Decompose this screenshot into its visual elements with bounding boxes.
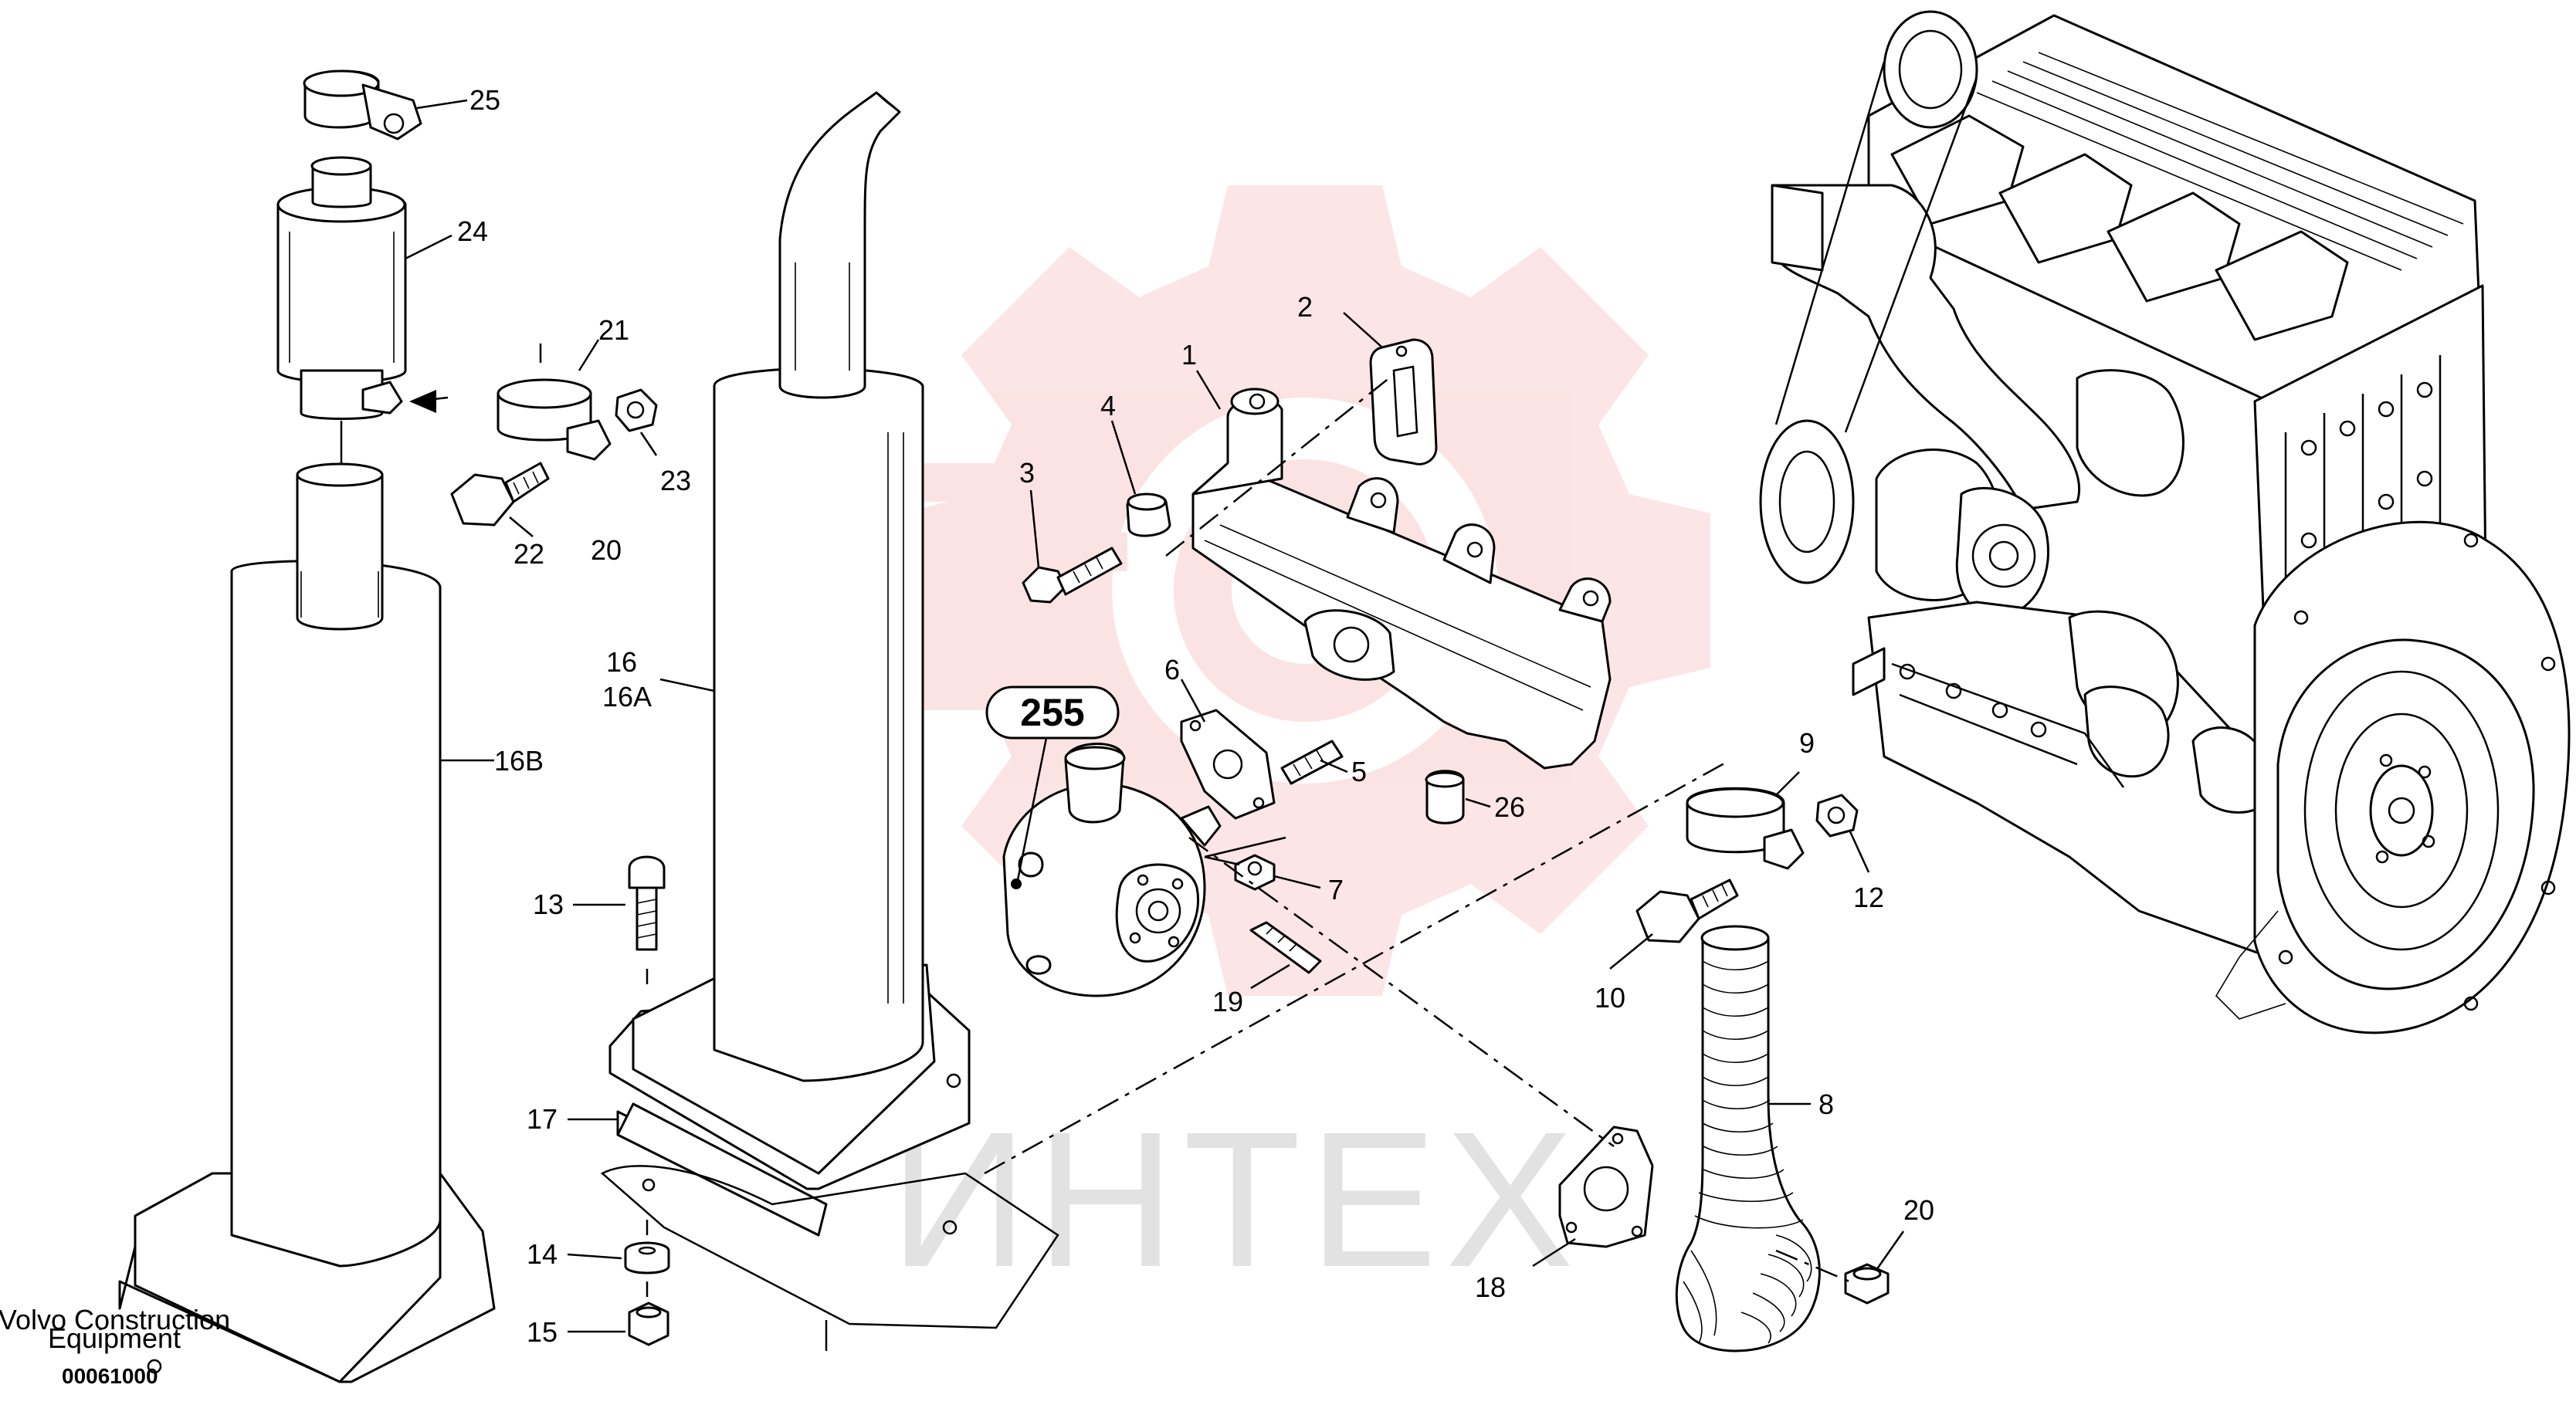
label-1: 1 <box>1181 339 1197 371</box>
stud-5 <box>1280 740 1344 785</box>
label-19: 19 <box>1212 986 1243 1017</box>
label-10: 10 <box>1595 982 1625 1014</box>
spacer-4 <box>1126 493 1171 537</box>
arrow-head <box>409 390 436 413</box>
label-26: 26 <box>1494 791 1525 823</box>
lead-7-fork <box>1204 836 1286 866</box>
drawing-code: 00061000 <box>62 1364 158 1388</box>
callout-255-text: 255 <box>1020 691 1084 734</box>
label-16: 16 <box>606 646 637 678</box>
spacer-26 <box>1425 770 1465 824</box>
plate-hole <box>642 1178 656 1192</box>
axis-ticks <box>340 344 542 463</box>
brand-line-1: Volvo Construction <box>0 1304 230 1335</box>
axis-marks <box>646 1220 828 1351</box>
label-14: 14 <box>527 1238 558 1270</box>
mounting-plate <box>600 1165 1059 1329</box>
callout-255: 255 <box>985 685 1120 740</box>
nut-15 <box>628 1302 669 1346</box>
label-25: 25 <box>469 84 500 116</box>
label-4: 4 <box>1100 390 1116 421</box>
brand-block: Volvo Construction Equipment 00061000 <box>0 1304 230 1388</box>
label-13: 13 <box>533 889 564 920</box>
centerline-d <box>1775 1249 1850 1283</box>
part-labels: 25 24 21 23 22 20 16 16A 16B 13 17 14 15… <box>457 84 1934 1348</box>
flex-pipe-8 <box>1675 925 1821 1352</box>
stud-19 <box>1249 921 1322 974</box>
gasket-6 <box>1180 709 1276 820</box>
label-22: 22 <box>514 538 544 570</box>
label-23: 23 <box>660 465 691 496</box>
label-20-left: 20 <box>591 534 622 566</box>
label-15: 15 <box>527 1316 558 1348</box>
lead-255-dot <box>1011 878 1022 889</box>
label-17: 17 <box>527 1103 558 1135</box>
label-3: 3 <box>1019 457 1035 489</box>
label-21: 21 <box>598 314 629 346</box>
nut-7 <box>1234 854 1276 891</box>
muffler-16 <box>608 91 971 1235</box>
label-9: 9 <box>1799 727 1815 759</box>
label-20-right: 20 <box>1903 1194 1934 1226</box>
manifold-1 <box>1191 388 1612 770</box>
centerline-a <box>984 759 1730 1175</box>
label-6: 6 <box>1164 654 1180 685</box>
muffler-16b <box>118 462 496 1383</box>
gasket-17 <box>616 1102 828 1237</box>
gasket-2 <box>1369 338 1438 465</box>
label-24: 24 <box>457 215 488 247</box>
flange-18 <box>1558 1126 1654 1248</box>
label-16b: 16B <box>494 745 544 777</box>
turbocharger-255 <box>1002 743 1222 997</box>
centerline-b <box>1188 836 1615 1148</box>
nut-12 <box>1815 794 1859 838</box>
label-7: 7 <box>1328 874 1344 906</box>
bolt-10 <box>1635 878 1739 943</box>
leader-lines <box>405 99 1905 1333</box>
centerline-c <box>1165 374 1395 557</box>
brand-line-2: Equipment <box>48 1322 181 1354</box>
screw-13 <box>628 855 666 951</box>
nut-23 <box>615 388 658 432</box>
cap-25 <box>303 69 422 140</box>
label-18: 18 <box>1475 1271 1506 1303</box>
washer-14 <box>624 1241 670 1275</box>
label-5: 5 <box>1351 756 1367 787</box>
clamp-21 <box>497 378 612 461</box>
label-12: 12 <box>1853 882 1884 913</box>
lead-255 <box>1016 737 1048 881</box>
bolt-22 <box>450 462 550 526</box>
label-2: 2 <box>1297 291 1313 323</box>
clamp-9 <box>1686 787 1805 870</box>
nut-20 <box>1844 1263 1890 1305</box>
silencer-24 <box>276 156 407 420</box>
engine-assembly <box>1759 10 2571 1034</box>
label-8: 8 <box>1818 1088 1834 1120</box>
label-16a: 16A <box>602 681 652 713</box>
